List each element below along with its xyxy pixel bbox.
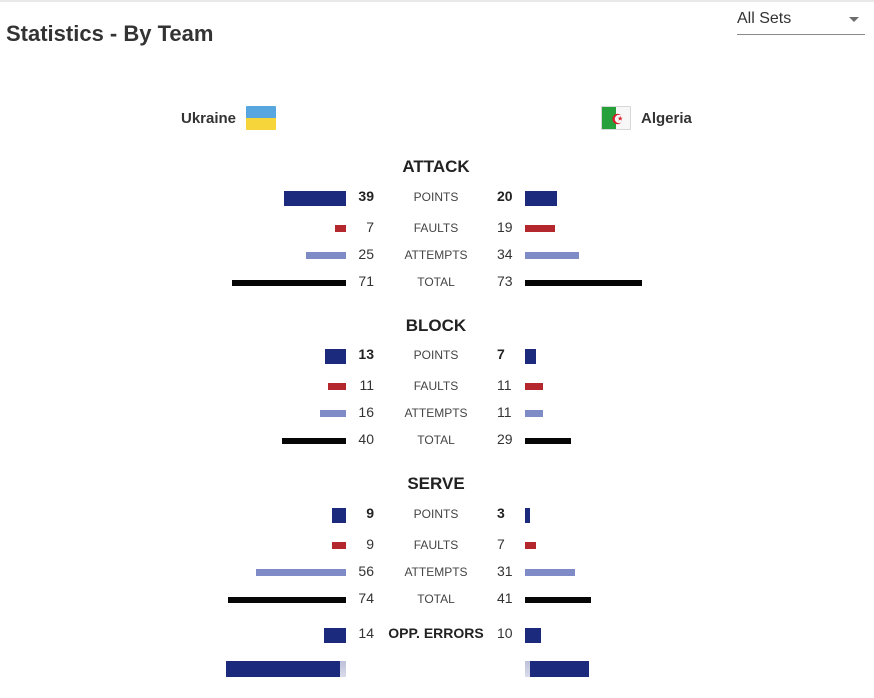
block-faults-right-bar [525,383,543,390]
block-faults-right-value: 11 [497,377,512,393]
serve-faults-left-value: 9 [366,536,374,552]
set-filter-value: All Sets [737,10,792,27]
attack-attempts-right-value: 34 [497,246,513,262]
serve-points-right-bar [525,508,530,523]
block-total-left-bar [282,438,346,444]
block-total-label: TOTAL [417,433,455,447]
serve-faults-right-value: 7 [497,536,505,552]
serve-attempts-left-value: 56 [358,563,374,579]
attack-total-label: TOTAL [417,275,455,289]
attack-attempts-right-bar [525,252,579,259]
attack-total-right-value: 73 [497,273,513,289]
block-faults-left-bar [328,383,346,390]
attack-points-row: 39 POINTS 20 [0,188,874,208]
block-total-row: 40 TOTAL 29 [0,431,874,451]
block-points-right-value: 7 [497,346,505,362]
set-filter-select[interactable]: All Sets [737,9,865,35]
serve-total-right-value: 41 [497,590,513,606]
total-points-row [0,659,874,679]
attack-faults-row: 7 FAULTS 19 [0,219,874,239]
opp-errors-right-bar [525,628,541,643]
serve-total-right-bar [525,597,591,603]
serve-attempts-label: ATTEMPTS [404,565,468,579]
team-left: Ukraine [181,105,277,131]
block-attempts-right-value: 11 [497,404,512,420]
serve-faults-label: FAULTS [413,538,459,552]
serve-points-row: 9 POINTS 3 [0,505,874,525]
block-attempts-label: ATTEMPTS [404,406,468,420]
serve-faults-right-bar [525,542,536,549]
attack-faults-left-bar [335,225,346,232]
attack-points-label: POINTS [413,190,459,204]
serve-points-left-bar [332,508,346,523]
serve-total-label: TOTAL [417,592,455,606]
block-points-label: POINTS [413,348,459,362]
attack-attempts-left-bar [306,252,346,259]
total-points-right-bar [525,661,589,677]
block-section-title: BLOCK [405,316,467,335]
serve-faults-left-bar [332,542,346,549]
serve-total-left-bar [228,597,346,603]
serve-attempts-right-value: 31 [497,563,513,579]
team-right: Algeria [601,105,692,131]
attack-total-left-bar [232,280,346,286]
top-divider [0,0,874,2]
attack-points-right-bar [525,191,557,206]
attack-points-right-value: 20 [497,188,513,204]
block-total-right-value: 29 [497,431,513,447]
serve-points-label: POINTS [413,507,459,521]
block-faults-left-value: 11 [359,377,374,393]
attack-total-right-bar [525,280,642,286]
block-points-left-value: 13 [358,346,374,362]
total-points-left-bar [226,661,346,677]
page-title: Statistics - By Team [6,20,214,46]
opp-errors-label: OPP. ERRORS [388,625,484,641]
block-faults-row: 11 FAULTS 11 [0,377,874,397]
block-points-left-bar [325,349,346,364]
block-points-right-bar [525,349,536,364]
attack-faults-right-bar [525,225,555,232]
serve-attempts-left-bar [256,569,346,576]
block-attempts-left-bar [320,410,346,417]
serve-total-left-value: 74 [358,590,374,606]
block-faults-label: FAULTS [413,379,459,393]
block-attempts-right-bar [525,410,543,417]
block-attempts-left-value: 16 [358,404,374,420]
block-attempts-row: 16 ATTEMPTS 11 [0,404,874,424]
block-points-row: 13 POINTS 7 [0,346,874,366]
serve-total-row: 74 TOTAL 41 [0,590,874,610]
attack-faults-left-value: 7 [366,219,374,235]
attack-section-title: ATTACK [402,157,470,176]
serve-points-left-value: 9 [366,505,374,521]
opp-errors-left-value: 14 [358,625,374,641]
chevron-down-icon [849,17,859,22]
attack-total-row: 71 TOTAL 73 [0,273,874,293]
serve-attempts-right-bar [525,569,575,576]
team-left-name: Ukraine [181,109,237,127]
algeria-flag-icon [601,106,631,130]
serve-attempts-row: 56 ATTEMPTS 31 [0,563,874,583]
opp-errors-row: 14 OPP. ERRORS 10 [0,625,874,645]
attack-attempts-left-value: 25 [358,246,374,262]
team-right-name: Algeria [641,109,692,127]
block-total-right-bar [525,438,571,444]
opp-errors-left-bar [324,628,346,643]
attack-faults-right-value: 19 [497,219,513,235]
attack-attempts-row: 25 ATTEMPTS 34 [0,246,874,266]
attack-faults-label: FAULTS [413,221,459,235]
attack-points-left-value: 39 [358,188,374,204]
attack-total-left-value: 71 [358,273,374,289]
attack-attempts-label: ATTEMPTS [404,248,468,262]
ukraine-flag-icon [246,106,277,130]
attack-points-left-bar [284,191,346,206]
serve-section-title: SERVE [407,474,465,493]
serve-faults-row: 9 FAULTS 7 [0,536,874,556]
serve-points-right-value: 3 [497,505,505,521]
opp-errors-right-value: 10 [497,625,513,641]
block-total-left-value: 40 [358,431,374,447]
